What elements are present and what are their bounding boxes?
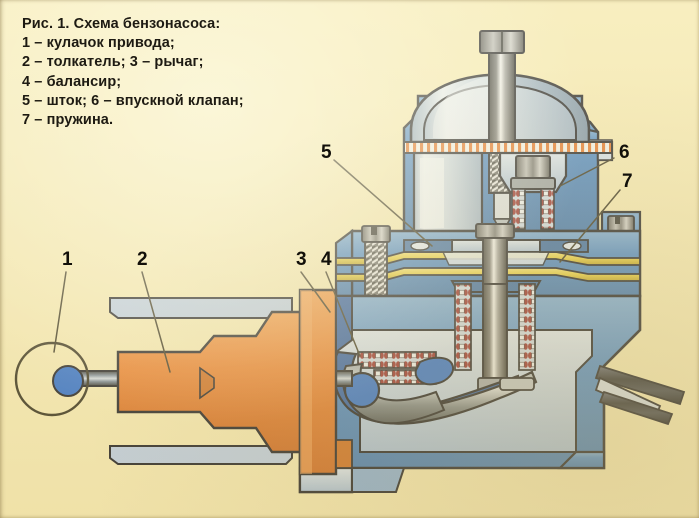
caption-line-2: 2 – толкатель; 3 – рычаг;: [22, 54, 204, 71]
callout-number-7: 7: [622, 171, 633, 192]
caption-line-3: 4 – балансир;: [22, 73, 122, 90]
pump-chamber-left: [412, 151, 484, 233]
callout-number-6: 6: [619, 142, 630, 163]
dome-gasket-band: [403, 141, 613, 154]
figure-caption: Рис. 1. Схема бензонасоса: 1 – кулачок п…: [22, 15, 352, 130]
callout-number-1: 1: [62, 249, 73, 270]
callout-number-4: 4: [321, 249, 332, 270]
caption-line-title: Рис. 1. Схема бензонасоса:: [22, 16, 221, 32]
caption-line-1: 1 – кулачок привода;: [22, 35, 175, 52]
outlet-pipes: [594, 364, 686, 426]
caption-line-5: 7 – пружина.: [22, 112, 114, 129]
callout-number-5: 5: [321, 142, 332, 163]
callout-number-2: 2: [137, 249, 148, 270]
caption-line-4: 5 – шток; 6 – впускной клапан;: [22, 92, 244, 109]
pusher-body-orange: [109, 288, 353, 476]
callout-number-3: 3: [296, 249, 307, 270]
drive-cam: [14, 341, 90, 417]
